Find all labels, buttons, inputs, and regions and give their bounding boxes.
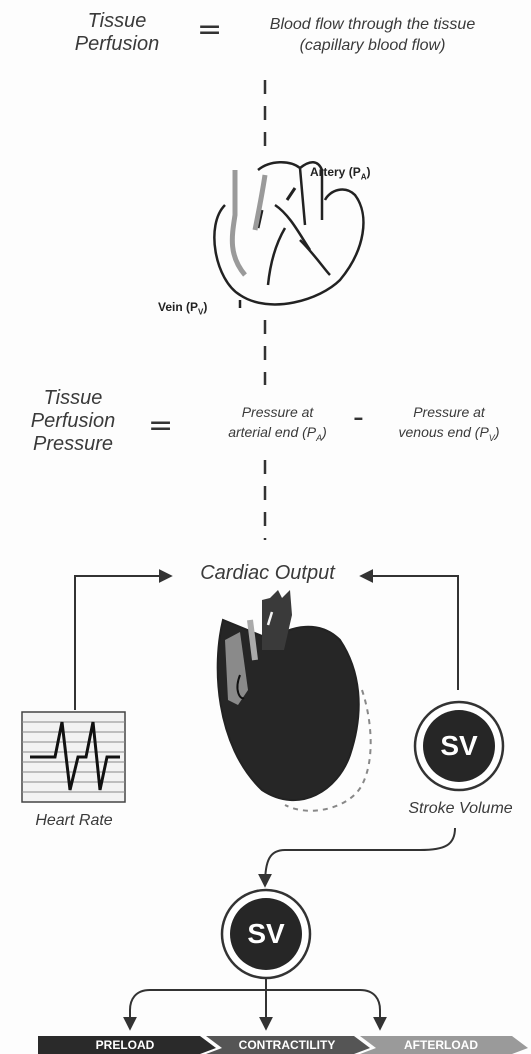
minus-sign: -: [353, 400, 364, 435]
sv-badge-text-1: SV: [423, 730, 495, 762]
cardiac-output-label: Cardiac Output: [180, 562, 355, 585]
vein-label: Vein (PV): [158, 300, 207, 316]
ecg-monitor-icon: [22, 712, 125, 802]
tpp-line1: Tissue: [18, 387, 128, 410]
venous-subscript: V: [489, 433, 495, 443]
preload-label: PRELOAD: [60, 1038, 190, 1052]
tissue-perfusion-line2: Perfusion: [62, 33, 172, 56]
arrow-stroke-volume-to-co: [362, 576, 458, 690]
blood-flow-line2: (capillary blood flow): [225, 37, 520, 55]
arrow-branch-left: [130, 978, 266, 1028]
arterial-pressure-label: Pressure at arterial end (PA): [215, 404, 340, 443]
arterial-pressure-line2: arterial end (PA): [215, 424, 340, 443]
blood-flow-line1: Blood flow through the tissue: [225, 16, 520, 34]
blood-flow-label: Blood flow through the tissue (capillary…: [225, 16, 520, 56]
venous-end-text: venous end: [399, 424, 471, 440]
vein-text: Vein: [158, 300, 183, 314]
equals-sign-2: =: [148, 408, 173, 443]
artery-label: Artery (PA): [310, 165, 370, 181]
venous-pressure-line2: venous end (PV): [383, 424, 515, 443]
equals-sign-1: =: [197, 12, 222, 47]
arterial-subscript: A: [316, 433, 322, 443]
heart-illustration-filled: [218, 590, 371, 811]
arterial-end-text: arterial end: [228, 424, 298, 440]
tissue-perfusion-label: Tissue Perfusion: [62, 10, 172, 56]
artery-subscript: A: [361, 172, 367, 181]
tpp-line2: Perfusion: [18, 410, 128, 433]
venous-pressure-line1: Pressure at: [383, 404, 515, 420]
arrow-branch-right: [266, 990, 380, 1028]
arrow-stroke-volume-to-sv: [265, 828, 455, 885]
heart-rate-label: Heart Rate: [14, 812, 134, 830]
tissue-perfusion-pressure-label: Tissue Perfusion Pressure: [18, 387, 128, 456]
sv-badge-text-2: SV: [230, 918, 302, 950]
arterial-pressure-line1: Pressure at: [215, 404, 340, 420]
arrow-heart-rate-to-co: [75, 576, 170, 710]
tissue-perfusion-line1: Tissue: [62, 10, 172, 33]
tpp-line3: Pressure: [18, 433, 128, 456]
contractility-label: CONTRACTILITY: [222, 1038, 352, 1052]
venous-pressure-label: Pressure at venous end (PV): [383, 404, 515, 443]
artery-text: Artery: [310, 165, 345, 179]
vein-subscript: V: [198, 307, 203, 316]
afterload-label: AFTERLOAD: [376, 1038, 506, 1052]
stroke-volume-label: Stroke Volume: [398, 800, 523, 818]
